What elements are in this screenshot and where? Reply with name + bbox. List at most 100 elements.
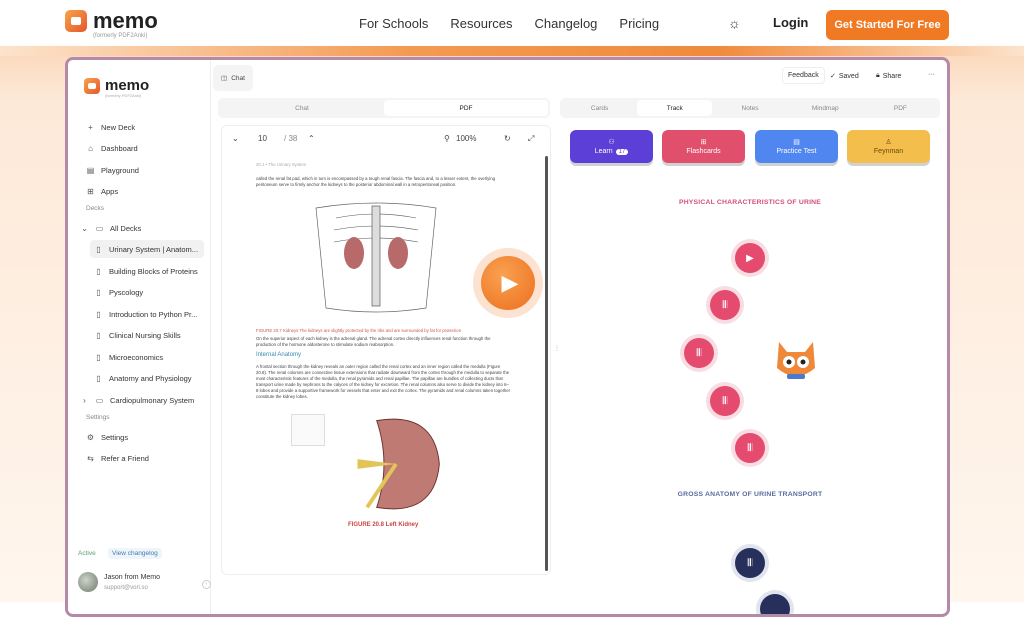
flashcards-button[interactable]: ⊞ Flashcards	[662, 130, 745, 163]
user-email: support@vori.so	[104, 585, 148, 591]
panel-resize-handle[interactable]: ⋮	[554, 346, 560, 352]
deck-item[interactable]: ▯Pyscology	[90, 283, 204, 301]
zoom-select[interactable]: 100%	[456, 134, 477, 143]
tab-pdf[interactable]: PDF	[384, 100, 548, 116]
decks-section-label: Decks	[86, 205, 105, 212]
sidebar-item-apps[interactable]: ⊞Apps	[82, 182, 206, 200]
sidebar-item-new-deck[interactable]: +New Deck	[82, 118, 206, 136]
deck-item[interactable]: ▯ Introduction to Python Pr...	[90, 305, 204, 323]
tab-cards[interactable]: Cards	[590, 104, 609, 112]
sidebar-item-label: All Decks	[110, 223, 142, 233]
pdf-page: 20.1 • The Urinary System called the ren…	[226, 156, 542, 571]
tab-chat[interactable]: Chat	[295, 104, 309, 112]
sun-icon[interactable]: ☼	[728, 15, 741, 31]
sidebar-item-settings[interactable]: ⚙Settings	[82, 428, 206, 446]
nav-changelog[interactable]: Changelog	[534, 16, 598, 31]
track-node-audio[interactable]: 𝄃𝄃	[735, 433, 765, 463]
check-icon: ✓	[830, 73, 836, 80]
chat-toggle-button[interactable]: ◫Chat	[213, 65, 253, 91]
kidney-thumbnail	[291, 414, 325, 446]
track-node-play[interactable]: ▶	[735, 243, 765, 273]
top-navigation: memo(formerly PDF2Anki) For Schools Reso…	[0, 0, 1024, 46]
sidebar-item-refer[interactable]: ⇆ Refer a Friend	[82, 449, 206, 467]
deck-item[interactable]: ▯Building Blocks of Proteins	[90, 262, 204, 280]
sidebar-item-label: Cardiopulmonary System	[110, 395, 195, 405]
avatar[interactable]	[78, 572, 98, 592]
track-node-locked[interactable]	[760, 594, 790, 614]
brain-icon: ⚇	[608, 139, 615, 146]
audio-wave-icon: 𝄃𝄃	[696, 347, 702, 359]
deck-item[interactable]: ▯Microeconomics	[90, 348, 204, 366]
tab-mindmap[interactable]: Mindmap	[811, 104, 839, 112]
brand-subtitle: (formerly PDF2Anki)	[93, 33, 148, 39]
logo-icon	[65, 10, 87, 32]
track-node-audio[interactable]: 𝄃𝄃	[710, 290, 740, 320]
kidney-figure	[296, 198, 456, 316]
next-page-icon[interactable]: ⌃	[308, 134, 315, 143]
sidebar-item-label: Playground	[101, 165, 139, 175]
get-started-button[interactable]: Get Started For Free	[826, 10, 949, 40]
deck-label: Introduction to Python Pr...	[109, 309, 198, 319]
audio-wave-icon: 𝄃𝄃	[722, 395, 728, 407]
login-link[interactable]: Login	[773, 15, 809, 30]
nav-resources[interactable]: Resources	[450, 16, 513, 31]
nav-pricing[interactable]: Pricing	[619, 16, 660, 31]
play-icon: ▶	[746, 252, 754, 264]
deck-label: Clinical Nursing Skills	[109, 330, 181, 340]
page-total: / 38	[284, 134, 298, 143]
cards-icon: ⊞	[700, 139, 707, 146]
kidney-section-figure	[357, 418, 440, 510]
panel-icon: ◫	[221, 75, 228, 82]
feynman-button[interactable]: ♙Feynman	[847, 130, 930, 163]
fullscreen-icon[interactable]: ⤢	[528, 134, 535, 143]
settings-section-label: Settings	[86, 414, 110, 421]
rotate-icon[interactable]: ↻	[504, 134, 511, 143]
sidebar-item-playground[interactable]: ▤Playground	[82, 161, 206, 179]
sidebar-item-label: Settings	[101, 432, 129, 442]
document-icon: ▯	[96, 244, 101, 254]
deck-label: Anatomy and Physiology	[109, 373, 192, 383]
pdf-scrollbar[interactable]	[545, 156, 548, 571]
share-button[interactable]: 🔒︎Share	[876, 72, 901, 80]
more-options-button[interactable]: ···	[928, 71, 935, 78]
sidebar-item-cardiopulmonary[interactable]: ›▭Cardiopulmonary System	[76, 391, 200, 409]
pdf-toolbar: ⌄ 10 / 38 ⌃ ⚲ 100% ↻ ⤢	[222, 126, 550, 152]
feedback-button[interactable]: Feedback	[782, 67, 825, 84]
document-icon: ▯	[96, 309, 101, 319]
practice-test-button[interactable]: ▤Practice Test	[755, 130, 838, 163]
nav-for-schools[interactable]: For Schools	[359, 16, 429, 31]
deck-item[interactable]: ▯Anatomy and Physiology	[90, 369, 204, 387]
hero-accent-band	[0, 46, 1024, 56]
refer-icon: ⇆	[87, 453, 94, 463]
tab-track[interactable]: Track	[637, 100, 713, 116]
right-panel-tabs: Cards Track Notes Mindmap PDF	[560, 98, 940, 118]
chevron-down-icon: ⌄	[81, 223, 88, 233]
sidebar-item-label: Refer a Friend	[101, 453, 149, 463]
track-node-locked[interactable]: 𝄃𝄃	[735, 548, 765, 578]
sidebar-logo[interactable]: memo(formerly PDF2Anki)	[84, 78, 149, 98]
sidebar-item-dashboard[interactable]: ⌂Dashboard	[82, 139, 206, 157]
deck-item[interactable]: ▯Clinical Nursing Skills	[90, 326, 204, 344]
brand-subtitle: (formerly PDF2Anki)	[105, 93, 142, 98]
sidebar-item-label: Apps	[101, 186, 119, 196]
user-name: Jason from Memo	[104, 574, 161, 581]
sidebar-item-all-decks[interactable]: ⌄ ▭ All Decks	[76, 219, 200, 237]
saved-label: Saved	[838, 72, 859, 80]
tab-pdf-right[interactable]: PDF	[893, 104, 907, 112]
deck-item[interactable]: ▯Urinary System | Anatom...	[90, 240, 204, 258]
audio-wave-icon: 𝄃𝄃	[722, 299, 728, 311]
tab-notes[interactable]: Notes	[741, 104, 759, 112]
collapse-sidebar-icon[interactable]: ‹	[202, 580, 211, 589]
search-icon[interactable]: ⚲	[444, 134, 450, 143]
folder-icon: ▭	[95, 223, 104, 233]
track-node-audio[interactable]: 𝄃𝄃	[710, 386, 740, 416]
video-play-button[interactable]: ▶	[473, 248, 543, 318]
track-node-audio[interactable]: 𝄃𝄃	[684, 338, 714, 368]
brand-logo[interactable]: memo(formerly PDF2Anki)	[65, 10, 158, 39]
view-changelog-link[interactable]: View changelog	[108, 548, 162, 559]
figure-caption: FIGURE 20.8 Left Kidney	[348, 522, 419, 528]
prev-page-icon[interactable]: ⌄	[232, 134, 239, 143]
flashcards-label: Flashcards	[686, 148, 721, 155]
page-number-input[interactable]: 10	[258, 134, 267, 143]
